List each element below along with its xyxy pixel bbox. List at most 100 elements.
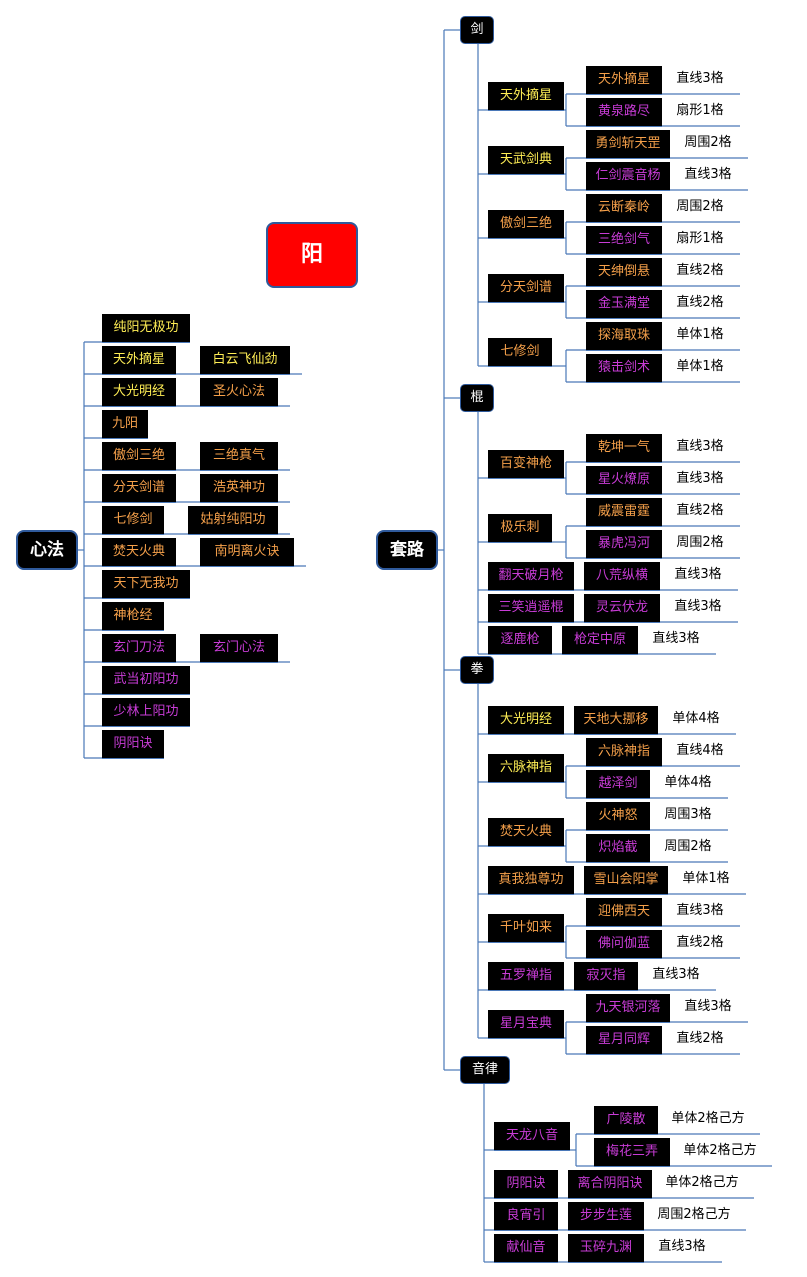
category-node: 音律 [460, 1056, 510, 1084]
xinfa-sub-node: 圣火心法 [200, 378, 278, 406]
skill-range-label: 单体2格己方 [671, 1111, 745, 1126]
skill-range-label: 直线2格 [676, 1031, 724, 1046]
category-node: 棍 [460, 384, 494, 412]
xinfa-node: 天外摘星 [102, 346, 176, 374]
skill-node: 星火燎原 [586, 466, 662, 494]
xinfa-node: 分天剑谱 [102, 474, 176, 502]
skill-range-label: 单体1格 [682, 871, 730, 886]
skill-node: 佛问伽蓝 [586, 930, 662, 958]
skill-range-label: 直线4格 [676, 743, 724, 758]
xinfa-node: 玄门刀法 [102, 634, 176, 662]
group-node: 大光明经 [488, 706, 564, 734]
category-node: 拳 [460, 656, 494, 684]
skill-node: 离合阴阳诀 [568, 1170, 652, 1198]
skill-node: 勇剑斩天罡 [586, 130, 670, 158]
skill-node: 灵云伏龙 [584, 594, 660, 622]
right-root-node: 套路 [376, 530, 438, 570]
xinfa-node: 阴阳诀 [102, 730, 164, 758]
group-node: 分天剑谱 [488, 274, 564, 302]
skill-range-label: 直线2格 [676, 503, 724, 518]
group-node: 焚天火典 [488, 818, 564, 846]
xinfa-node: 九阳 [102, 410, 148, 438]
skill-range-label: 周围2格 [664, 839, 712, 854]
skill-range-label: 直线3格 [674, 599, 722, 614]
skill-node: 炽焰截 [586, 834, 650, 862]
skill-node: 枪定中原 [562, 626, 638, 654]
group-node: 星月宝典 [488, 1010, 564, 1038]
skill-node: 八荒纵横 [584, 562, 660, 590]
skill-range-label: 周围2格 [684, 135, 732, 150]
skill-node: 天地大挪移 [574, 706, 658, 734]
xinfa-sub-node: 三绝真气 [200, 442, 278, 470]
group-node: 极乐刺 [488, 514, 552, 542]
skill-range-label: 单体4格 [672, 711, 720, 726]
title-node: 阳 [266, 222, 358, 288]
skill-range-label: 单体1格 [676, 327, 724, 342]
skill-range-label: 周围2格 [676, 199, 724, 214]
skill-range-label: 周围2格己方 [657, 1207, 731, 1222]
group-node: 天外摘星 [488, 82, 564, 110]
group-node: 六脉神指 [488, 754, 564, 782]
group-node: 天龙八音 [494, 1122, 570, 1150]
skill-node: 雪山会阳掌 [584, 866, 668, 894]
skill-range-label: 直线3格 [684, 999, 732, 1014]
group-node: 百变神枪 [488, 450, 564, 478]
group-node: 七修剑 [488, 338, 552, 366]
skill-range-label: 周围2格 [676, 535, 724, 550]
skill-node: 仁剑震音杨 [586, 162, 670, 190]
group-node: 良宵引 [494, 1202, 558, 1230]
skill-node: 梅花三弄 [594, 1138, 670, 1166]
skill-range-label: 直线3格 [676, 71, 724, 86]
group-node: 献仙音 [494, 1234, 558, 1262]
skill-node: 猿击剑术 [586, 354, 662, 382]
skill-range-label: 直线3格 [676, 903, 724, 918]
skill-node: 天外摘星 [586, 66, 662, 94]
skill-node: 探海取珠 [586, 322, 662, 350]
xinfa-sub-node: 白云飞仙劲 [200, 346, 290, 374]
skill-range-label: 直线3格 [652, 967, 700, 982]
xinfa-node: 焚天火典 [102, 538, 176, 566]
group-node: 真我独尊功 [488, 866, 574, 894]
xinfa-node: 天下无我功 [102, 570, 190, 598]
group-node: 五罗禅指 [488, 962, 564, 990]
skill-range-label: 直线2格 [676, 295, 724, 310]
xinfa-sub-node: 姑射纯阳功 [188, 506, 278, 534]
skill-node: 火神怒 [586, 802, 650, 830]
skill-node: 云断秦岭 [586, 194, 662, 222]
xinfa-node: 少林上阳功 [102, 698, 190, 726]
skill-node: 六脉神指 [586, 738, 662, 766]
skill-range-label: 直线3格 [658, 1239, 706, 1254]
xinfa-sub-node: 浩英神功 [200, 474, 278, 502]
skill-range-label: 单体1格 [676, 359, 724, 374]
xinfa-node: 神枪经 [102, 602, 164, 630]
skill-node: 广陵散 [594, 1106, 658, 1134]
skill-range-label: 单体2格己方 [665, 1175, 739, 1190]
skill-range-label: 直线3格 [676, 439, 724, 454]
skill-node: 威震雷霆 [586, 498, 662, 526]
skill-node: 玉碎九渊 [568, 1234, 644, 1262]
skill-range-label: 直线3格 [674, 567, 722, 582]
skill-range-label: 直线2格 [676, 935, 724, 950]
xinfa-node: 傲剑三绝 [102, 442, 176, 470]
xinfa-node: 武当初阳功 [102, 666, 190, 694]
xinfa-node: 七修剑 [102, 506, 164, 534]
skill-node: 乾坤一气 [586, 434, 662, 462]
skill-node: 暴虎冯河 [586, 530, 662, 558]
xinfa-node: 大光明经 [102, 378, 176, 406]
left-root-node: 心法 [16, 530, 78, 570]
category-node: 剑 [460, 16, 494, 44]
group-node: 翻天破月枪 [488, 562, 574, 590]
xinfa-sub-node: 玄门心法 [200, 634, 278, 662]
skill-node: 金玉满堂 [586, 290, 662, 318]
skill-node: 黄泉路尽 [586, 98, 662, 126]
skill-node: 星月同辉 [586, 1026, 662, 1054]
skill-node: 寂灭指 [574, 962, 638, 990]
skill-node: 步步生莲 [568, 1202, 644, 1230]
skill-range-label: 单体4格 [664, 775, 712, 790]
skill-range-label: 扇形1格 [676, 231, 724, 246]
skill-node: 三绝剑气 [586, 226, 662, 254]
group-node: 逐鹿枪 [488, 626, 552, 654]
skill-range-label: 扇形1格 [676, 103, 724, 118]
